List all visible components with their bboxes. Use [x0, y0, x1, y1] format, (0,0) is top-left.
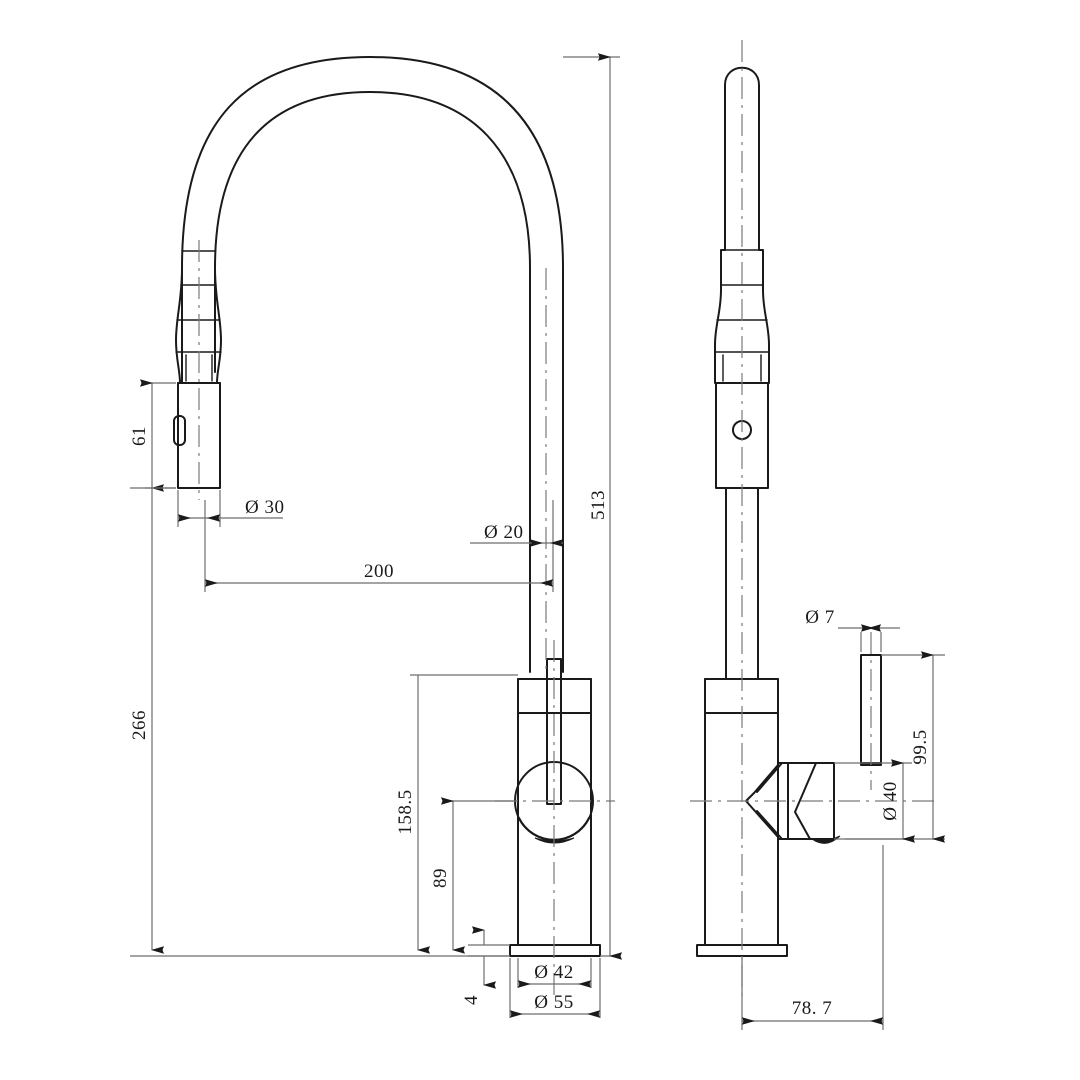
handle-hub-underside-side [811, 835, 841, 844]
spray-mode-button [173, 415, 186, 446]
handle-neck-lower-inner [756, 810, 783, 840]
dimtext-spray-head-height: 61 [129, 426, 150, 446]
spray-head-taper-left [175, 267, 183, 384]
handle-neck-lower [753, 809, 779, 838]
handle-hub-underside [534, 837, 575, 844]
base-plate-front [509, 944, 601, 957]
handle-hub-chamfer [794, 762, 817, 840]
dimtext-spout-reach: 200 [364, 561, 394, 582]
dimtext-handle-axis-height: 89 [430, 868, 451, 888]
spout-inner-profile [214, 91, 531, 673]
dimtext-spray-head-dia: Ø 30 [245, 497, 284, 518]
dimtext-handle-hub-dia: Ø 40 [880, 781, 901, 820]
sprayhead-side-barrel [715, 382, 769, 489]
dimtext-side-projection: 78. 7 [792, 998, 833, 1019]
dimtext-lever-height: 99.5 [910, 729, 931, 764]
side-view-geometry [690, 40, 940, 1000]
front-view-geometry [173, 56, 615, 1000]
dimtext-base-plate-dia: Ø 55 [534, 992, 573, 1013]
handle-neck-upper-inner [756, 762, 783, 793]
dimtext-spout-tube-dia: Ø 20 [484, 522, 523, 543]
dimtext-base-plate-thickness: 4 [461, 995, 482, 1005]
dimtext-body-height: 158.5 [395, 789, 416, 834]
dimtext-overall-height: 513 [588, 490, 609, 520]
sprayhead-side-profile [714, 66, 770, 384]
dimension-annotations-front: 61 Ø 30 200 Ø 20 513 266 [129, 53, 622, 1018]
spray-head-taper-right [214, 267, 222, 384]
dimension-annotations-side: Ø 7 99.5 Ø 40 78. 7 [741, 607, 945, 1030]
dimtext-base-boss-dia: Ø 42 [534, 962, 573, 983]
dimtext-spout-outlet-height: 266 [129, 710, 150, 740]
handle-neck-upper [753, 764, 779, 794]
dimtext-lever-stem-dia: Ø 7 [805, 607, 834, 628]
spout-outer-profile [181, 56, 564, 673]
